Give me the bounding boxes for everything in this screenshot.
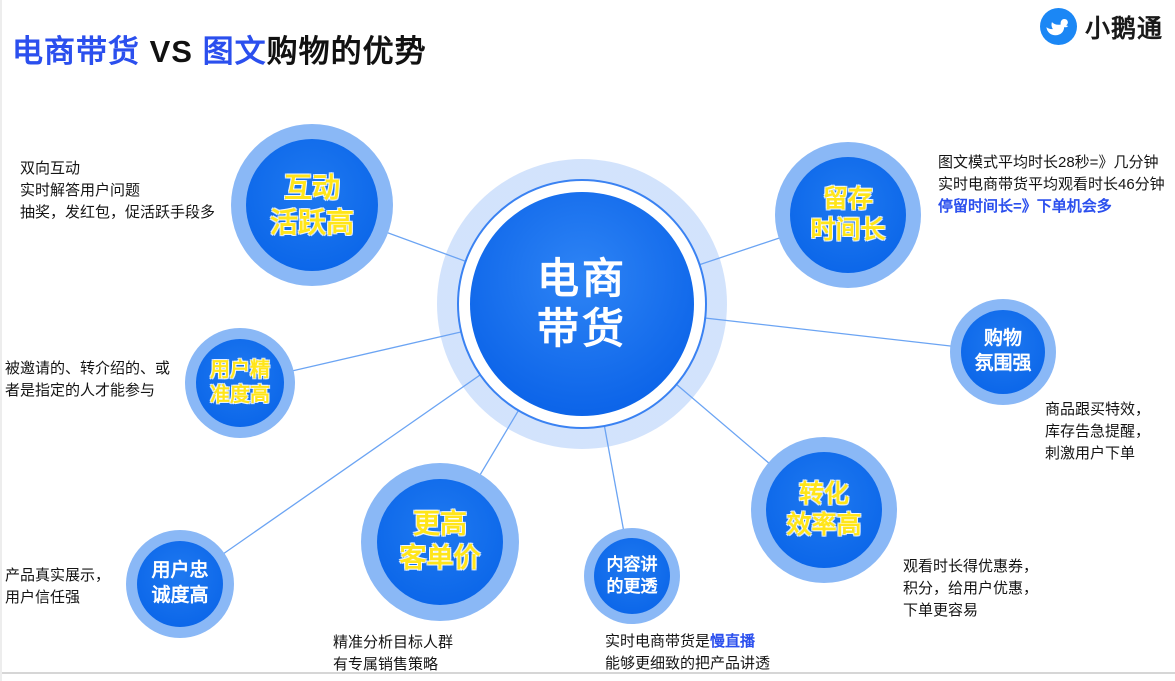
satellite-label: 活跃高 <box>269 207 354 238</box>
satellite-shopping-atmosphere-core: 购物 氛围强 <box>961 310 1045 394</box>
satellite-content-depth-core: 内容讲 的更透 <box>594 538 670 614</box>
note-order-value: 精准分析目标人群 有专属销售策略 <box>333 632 453 676</box>
satellite-interaction-core: 互动 活跃高 <box>246 139 378 271</box>
center-circle: 电商 带货 <box>470 192 694 416</box>
note-line: 图文模式平均时长28秒=》几分钟 <box>938 154 1159 171</box>
note-line-prefix: 实时电商带货是 <box>605 633 711 650</box>
satellite-label: 的更透 <box>606 577 658 596</box>
satellite-label: 诚度高 <box>151 585 209 606</box>
note-line: 被邀请的、转介绍的、或 <box>5 360 171 377</box>
note-highlight-inline: 慢直播 <box>710 633 756 650</box>
satellite-label: 转化 <box>798 479 849 508</box>
note-line: 实时解答用户问题 <box>20 182 141 199</box>
satellite-label: 购物 <box>983 328 1022 350</box>
title-vs: VS <box>140 34 203 69</box>
logo-text: 小鹅通 <box>1085 14 1164 43</box>
satellite-retention-core: 留存 时间长 <box>790 157 906 273</box>
satellite-label: 准度高 <box>210 384 270 406</box>
satellite-label: 用户忠 <box>151 560 209 582</box>
satellite-order-value-core: 更高 客单价 <box>377 479 503 605</box>
xiaoe-tech-logo: 小鹅通 <box>1040 8 1163 45</box>
satellite-label: 客单价 <box>399 543 481 573</box>
goose-icon <box>1040 8 1077 45</box>
note-line: 抽奖，发红包，促活跃手段多 <box>20 204 216 221</box>
satellite-conversion: 转化 效率高 <box>751 437 897 583</box>
satellite-label: 氛围强 <box>974 353 1032 374</box>
satellite-user-loyalty-core: 用户忠 诚度高 <box>137 541 223 627</box>
note-retention: 图文模式平均时长28秒=》几分钟 实时电商带货平均观看时长46分钟 停留时间长=… <box>938 152 1175 218</box>
satellite-label: 时间长 <box>810 216 886 244</box>
note-line: 下单更容易 <box>903 602 979 619</box>
note-line: 产品真实展示， <box>5 567 111 584</box>
satellite-label: 留存 <box>822 184 873 213</box>
note-highlight-line: 停留时间长=》下单机会多 <box>938 198 1112 215</box>
satellite-label: 互动 <box>283 172 340 203</box>
note-line: 库存告急提醒， <box>1045 423 1151 440</box>
note-line: 者是指定的人才能参与 <box>5 382 156 399</box>
satellite-content-depth: 内容讲 的更透 <box>584 528 680 624</box>
satellite-retention: 留存 时间长 <box>775 142 921 288</box>
note-interaction: 双向互动 实时解答用户问题 抽奖，发红包，促活跃手段多 <box>20 158 215 224</box>
note-line: 观看时长得优惠券， <box>903 558 1039 575</box>
satellite-shopping-atmosphere: 购物 氛围强 <box>950 299 1056 405</box>
satellite-user-precision-core: 用户精 准度高 <box>196 339 284 427</box>
title-highlight-2: 图文 <box>202 34 267 69</box>
note-shopping-atmosphere: 商品跟买特效， 库存告急提醒， 刺激用户下单 <box>1045 399 1150 465</box>
note-line: 商品跟买特效， <box>1045 401 1151 418</box>
note-user-precision: 被邀请的、转介绍的、或 者是指定的人才能参与 <box>5 358 170 402</box>
note-line: 有专属销售策略 <box>333 656 439 673</box>
note-line: 积分，给用户优惠， <box>903 580 1039 597</box>
satellite-user-loyalty: 用户忠 诚度高 <box>126 530 234 638</box>
bottom-divider <box>2 672 1175 674</box>
center-label-line2: 带货 <box>536 305 627 352</box>
satellite-label: 内容讲 <box>606 554 658 574</box>
satellite-label: 用户精 <box>210 359 270 381</box>
note-line: 实时电商带货平均观看时长46分钟 <box>938 176 1165 193</box>
page-title: 电商带货 VS 图文购物的优势 <box>12 26 427 71</box>
note-user-loyalty: 产品真实展示， 用户信任强 <box>5 565 110 609</box>
note-line: 能够更细致的把产品讲透 <box>605 655 771 672</box>
note-conversion: 观看时长得优惠券， 积分，给用户优惠， 下单更容易 <box>903 556 1038 622</box>
center-label-line1: 电商 <box>536 255 627 303</box>
satellite-user-precision: 用户精 准度高 <box>185 328 295 438</box>
satellite-order-value: 更高 客单价 <box>361 463 519 621</box>
satellite-label: 更高 <box>413 509 467 540</box>
note-line: 实时电商带货是慢直播 <box>605 631 770 653</box>
satellite-label: 效率高 <box>786 511 862 539</box>
note-content-depth: 实时电商带货是慢直播 能够更细致的把产品讲透 <box>605 631 770 675</box>
satellite-conversion-core: 转化 效率高 <box>766 452 882 568</box>
note-line: 用户信任强 <box>5 589 81 606</box>
satellite-interaction: 互动 活跃高 <box>231 124 393 286</box>
note-line: 刺激用户下单 <box>1045 445 1136 462</box>
note-line: 双向互动 <box>20 160 81 177</box>
title-rest: 购物的优势 <box>266 34 427 69</box>
note-line: 精准分析目标人群 <box>333 634 454 651</box>
title-highlight-1: 电商带货 <box>12 34 140 69</box>
